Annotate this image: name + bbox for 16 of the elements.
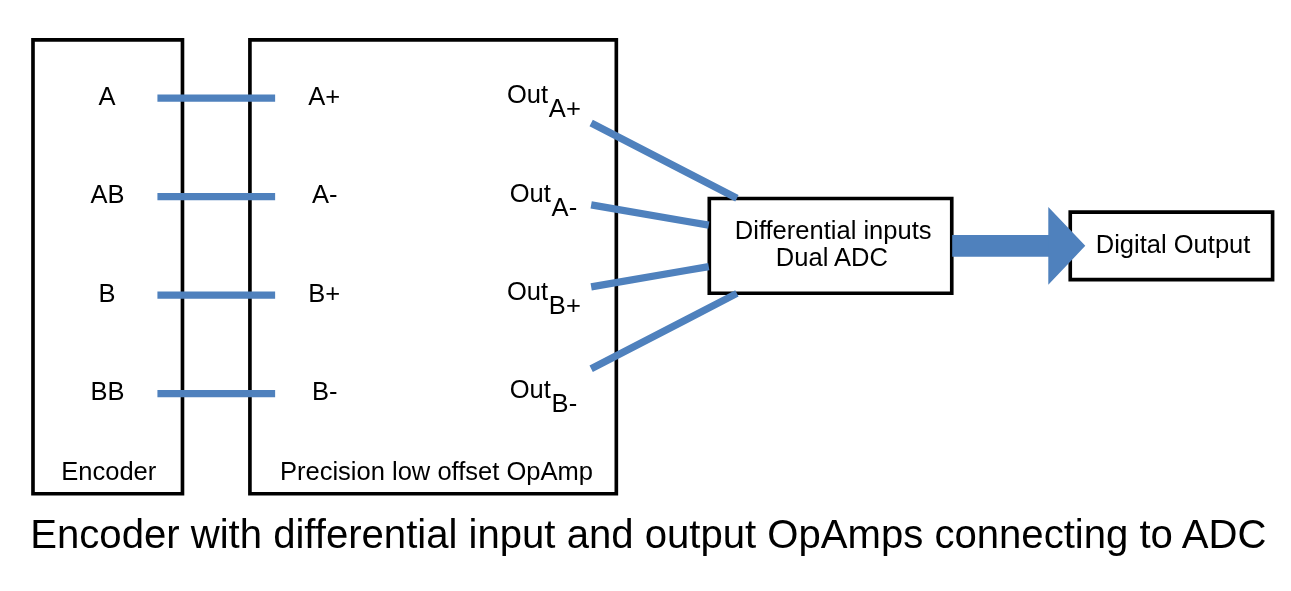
connector <box>589 289 739 372</box>
connector <box>590 200 710 229</box>
caption: Encoder with differential input and output OpAmps connecting to ADC <box>30 511 1267 556</box>
node-text: B <box>98 278 116 307</box>
arrow <box>952 206 1086 285</box>
connector <box>590 262 710 290</box>
node-text: B- <box>311 376 338 405</box>
node-box: Digital Output <box>1068 209 1275 281</box>
node-text: A+ <box>308 81 341 110</box>
node-text: A <box>98 81 116 110</box>
node-text: AB <box>90 179 125 208</box>
node-box: Differential inputs Dual ADC <box>707 196 954 295</box>
node-text: B+ <box>308 278 341 307</box>
node-text: A- <box>311 179 338 208</box>
node-text: BB <box>90 376 125 405</box>
connector <box>589 119 739 202</box>
